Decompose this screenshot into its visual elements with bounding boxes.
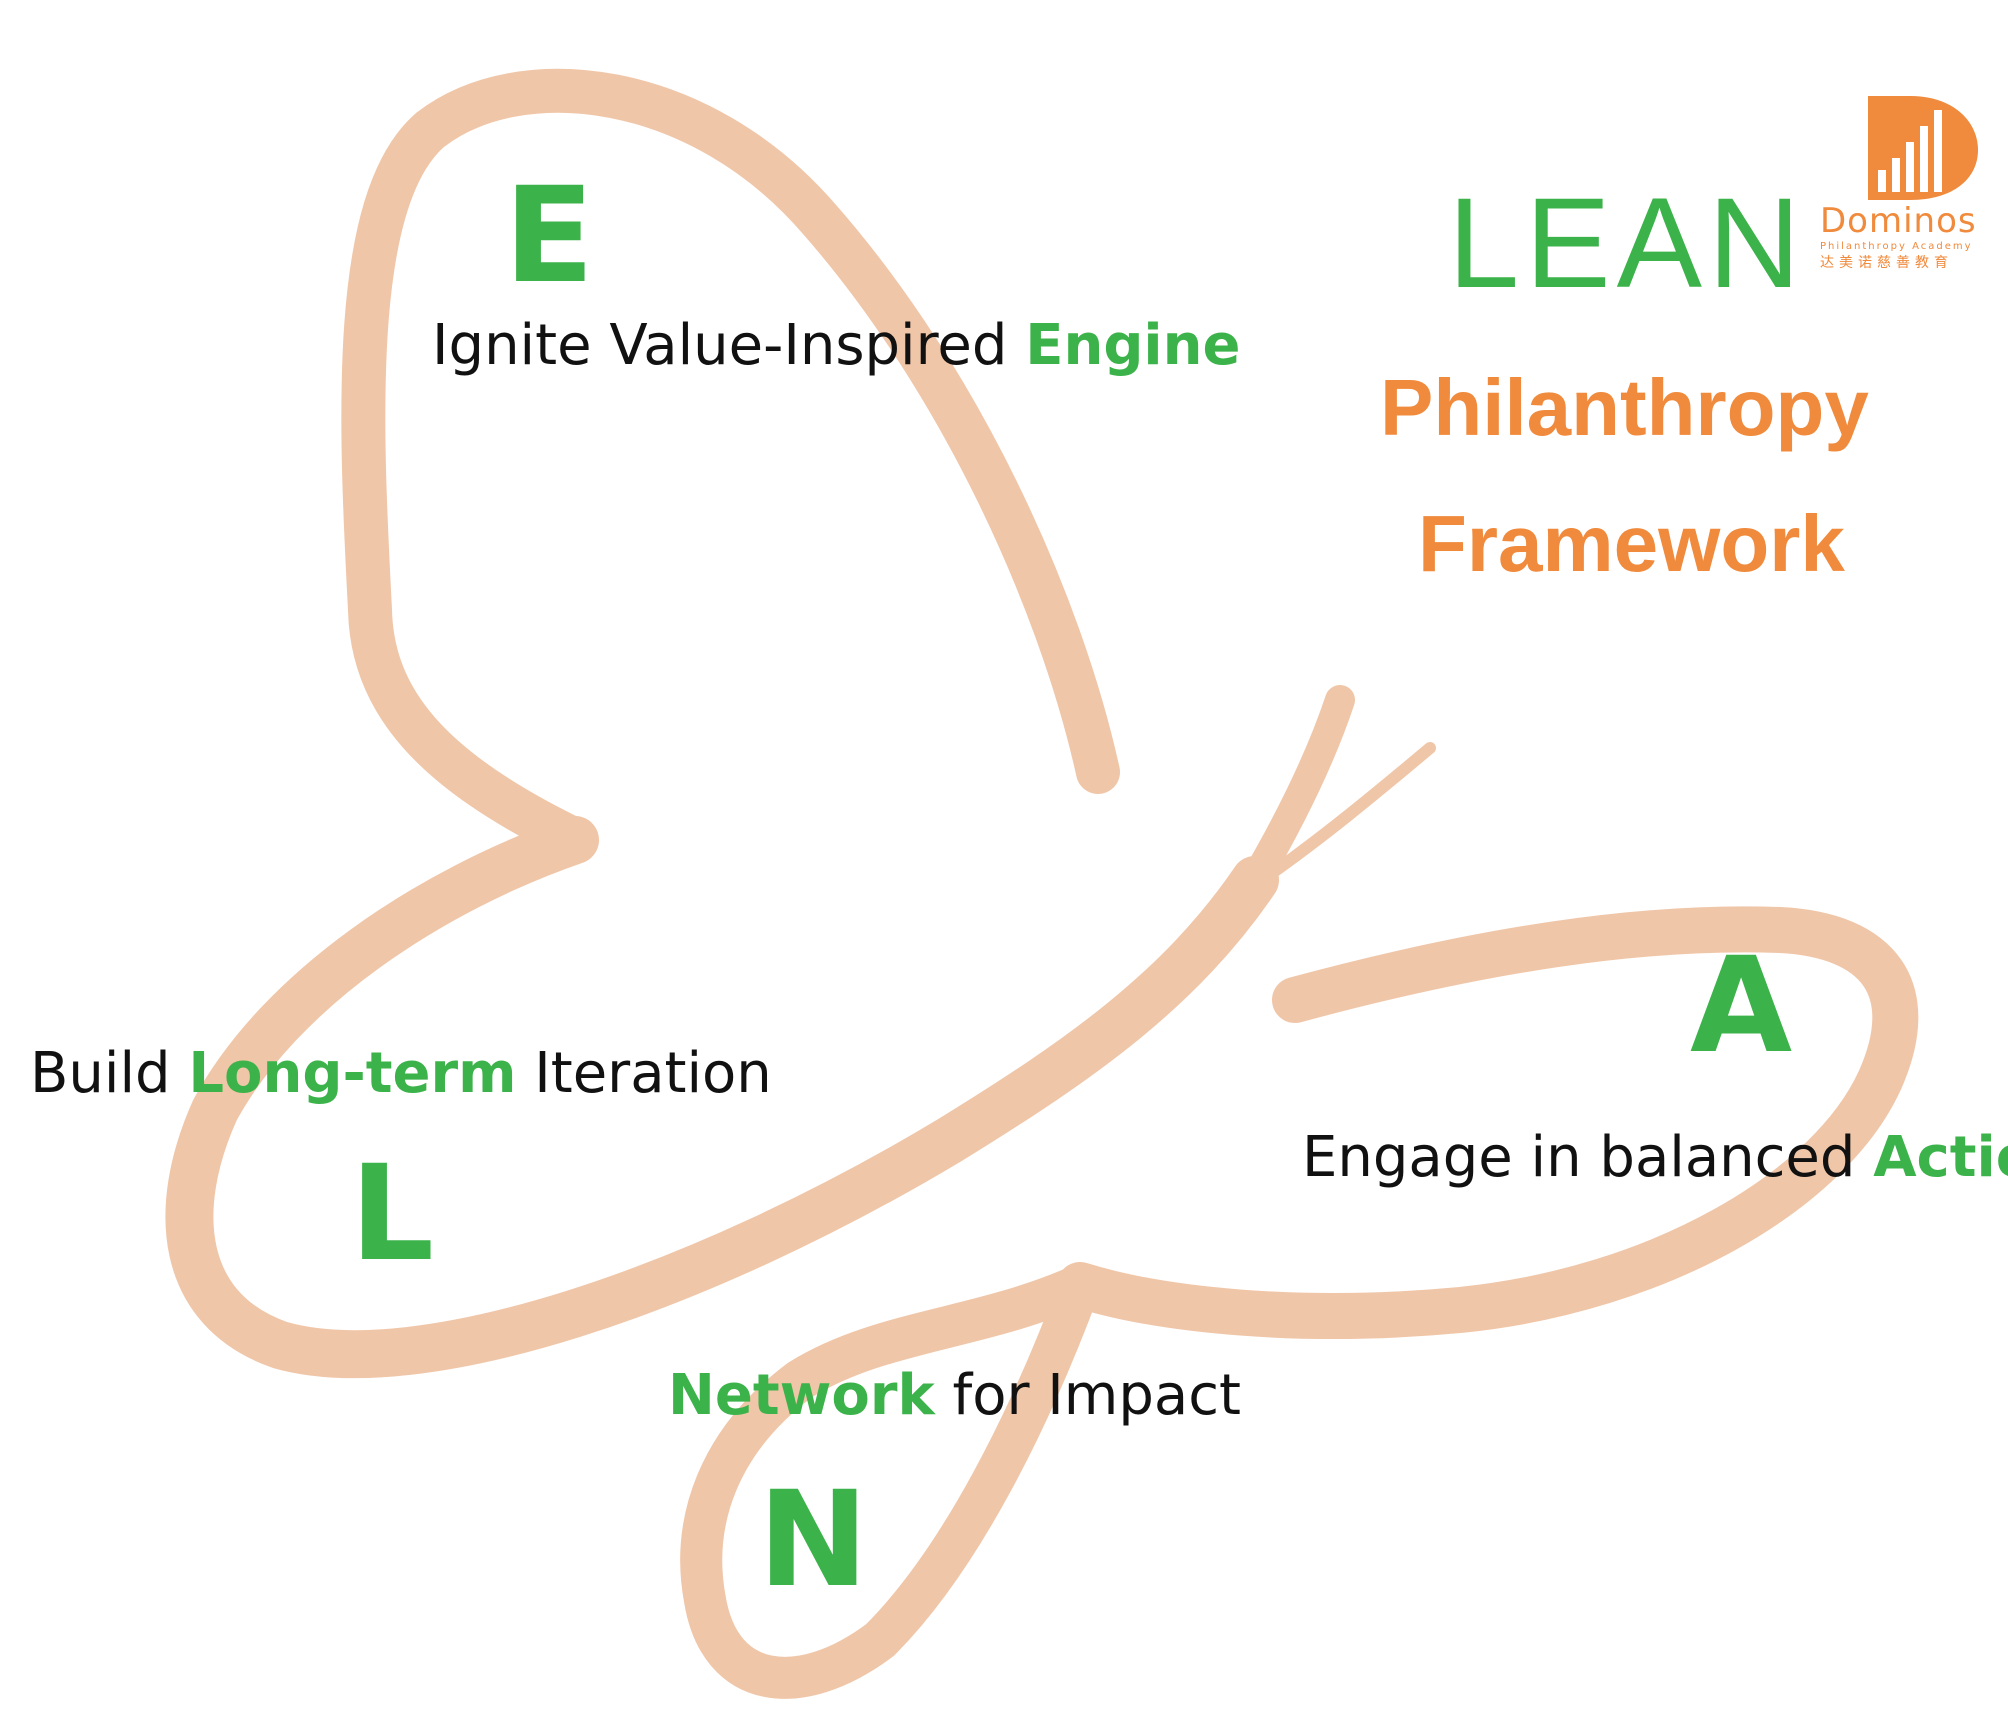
caption-e: Ignite Value-Inspired Engine bbox=[432, 318, 1240, 374]
title-lean: LEAN bbox=[1448, 172, 1807, 315]
dominos-logo: Dominos Philanthropy Academy 达美诺慈善教育 bbox=[1820, 96, 2008, 276]
caption-e-highlight: Engine bbox=[1025, 313, 1241, 378]
antenna-right bbox=[1256, 742, 1436, 886]
caption-a: Engage in balanced Action bbox=[1302, 1130, 2008, 1186]
caption-l: Build Long-term Iteration bbox=[30, 1046, 772, 1102]
title-philanthropy: Philanthropy bbox=[1380, 363, 1869, 452]
upper-left-wing bbox=[341, 68, 1120, 862]
logo-subtitle: Philanthropy Academy bbox=[1820, 241, 1973, 252]
caption-l-suffix: Iteration bbox=[516, 1041, 772, 1106]
caption-a-highlight: Action bbox=[1873, 1125, 2008, 1190]
logo-name: Dominos bbox=[1820, 201, 1977, 241]
caption-n-suffix: for Impact bbox=[934, 1363, 1241, 1428]
right-wing bbox=[1057, 906, 1919, 1339]
caption-n: Network for Impact bbox=[668, 1368, 1241, 1424]
logo-chinese: 达美诺慈善教育 bbox=[1820, 255, 1953, 271]
caption-n-highlight: Network bbox=[668, 1363, 935, 1428]
letter-a: A bbox=[1690, 929, 1793, 1083]
caption-l-prefix: Build bbox=[30, 1041, 189, 1106]
building-chart-d-logo-icon bbox=[1868, 96, 1978, 200]
lower-left-wing bbox=[165, 816, 1279, 1379]
antenna-left bbox=[1254, 692, 1350, 888]
letter-e: E bbox=[504, 159, 595, 313]
caption-e-prefix: Ignite Value-Inspired bbox=[432, 313, 1026, 378]
letter-l: L bbox=[350, 1137, 435, 1291]
caption-l-highlight: Long-term bbox=[188, 1041, 517, 1106]
caption-a-prefix: Engage in balanced bbox=[1302, 1125, 1874, 1190]
letter-n: N bbox=[758, 1463, 869, 1617]
title-framework: Framework bbox=[1418, 499, 1845, 588]
lower-wing bbox=[680, 1264, 1101, 1699]
